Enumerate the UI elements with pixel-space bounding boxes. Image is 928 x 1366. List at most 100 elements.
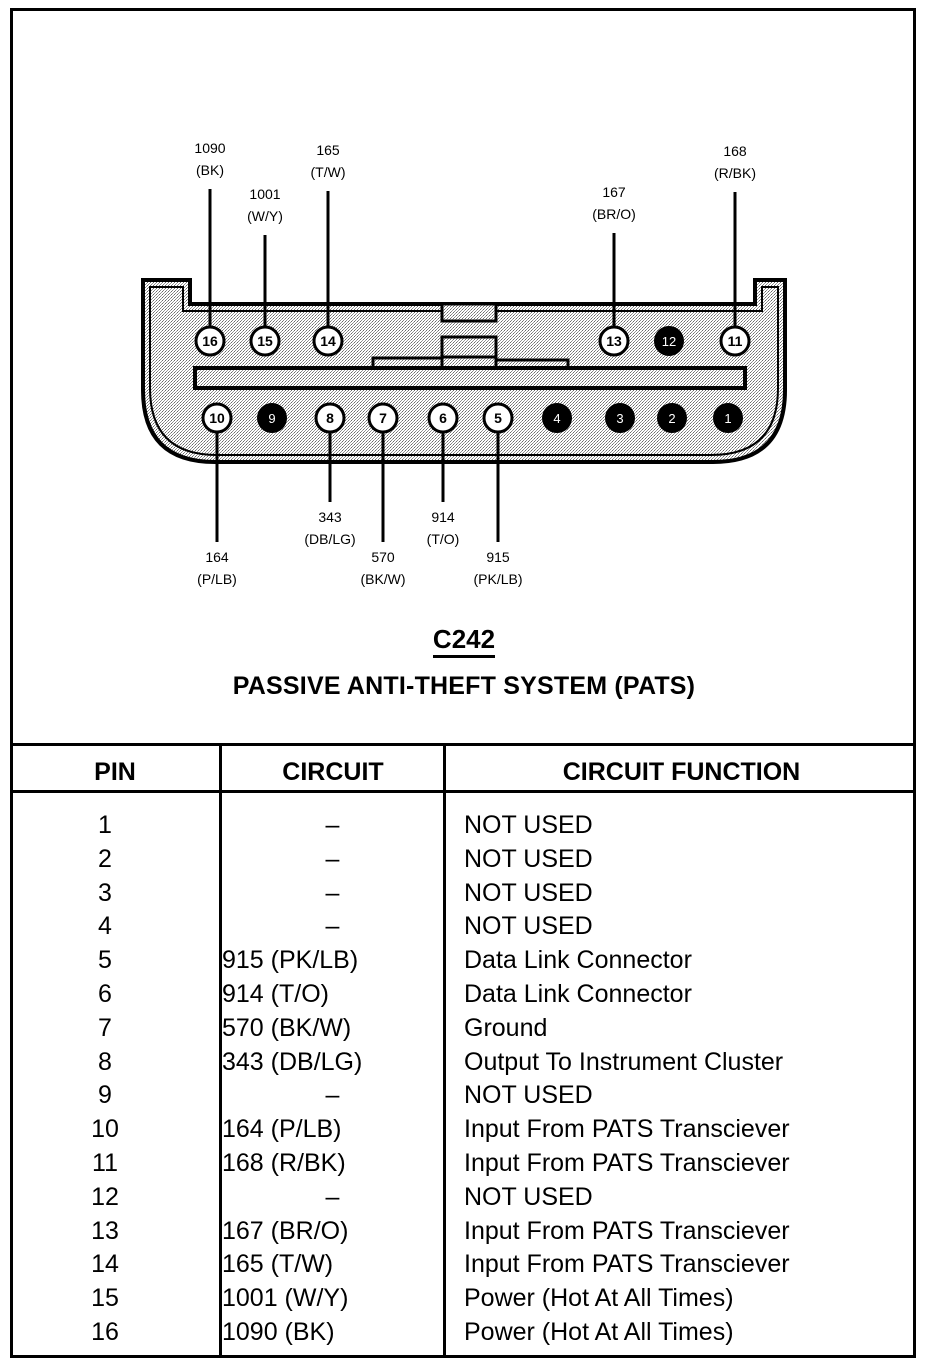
- connector-id: C242: [0, 624, 928, 658]
- pin-cavity-used: [249, 325, 281, 357]
- header-function: CIRCUIT FUNCTION: [562, 758, 801, 786]
- cell-pin: 6: [98, 980, 112, 1008]
- cell-pin: 4: [98, 912, 112, 941]
- pin-cavity-used: [194, 325, 226, 357]
- cell-pin: 11: [92, 1149, 118, 1177]
- pin-number: 10: [209, 410, 225, 426]
- wire-color-label: (P/LB): [197, 571, 237, 587]
- cell-function: Input From PATS Transciever: [464, 1250, 790, 1279]
- cell-function: NOT USED: [464, 912, 593, 941]
- table-row: 3–NOT USED: [10, 879, 916, 913]
- cell-pin: 8: [98, 1047, 112, 1076]
- cell-circuit: –: [325, 912, 340, 941]
- pin-number: 4: [553, 411, 560, 426]
- cell-circuit: 570 (BK/W): [222, 1013, 352, 1042]
- wire-color-label: (T/O): [427, 531, 460, 547]
- pin-number: 7: [379, 410, 387, 426]
- pin-4: 4: [542, 403, 572, 433]
- pin-cavity-unused: [257, 403, 287, 433]
- wire-color-label: (PK/LB): [473, 571, 522, 587]
- cell-function: Data Link Connector: [464, 946, 692, 975]
- wire-color-label: (BK): [196, 162, 224, 178]
- cell-circuit: –: [325, 811, 340, 839]
- cell-pin: 9: [98, 1081, 112, 1110]
- circuit-number-label: 914: [431, 509, 455, 525]
- pin-number: 13: [606, 333, 622, 349]
- wire-color-label: (T/W): [311, 164, 346, 180]
- cell-function: Ground: [464, 1013, 548, 1042]
- cell-pin: 2: [98, 844, 112, 873]
- pin-2: 2: [657, 403, 687, 433]
- cell-function: Input From PATS Transciever: [464, 1216, 790, 1245]
- table-row: 12 – NOT USED: [10, 1183, 916, 1217]
- connector-name: PASSIVE ANTI-THEFT SYSTEM (PATS): [232, 672, 696, 700]
- table-header: PIN CIRCUIT CIRCUIT FUNCTION: [10, 743, 916, 793]
- pin-10: 164(P/LB)10: [197, 402, 237, 587]
- column-divider: [443, 743, 446, 1355]
- pin-cavity-used: [201, 402, 233, 434]
- pin-9: 9: [257, 403, 287, 433]
- cell-pin: 7: [98, 1013, 112, 1042]
- column-divider: [219, 743, 222, 1355]
- cell-circuit: 1090 (BK): [222, 1318, 335, 1346]
- pin-cavity-used: [367, 402, 399, 434]
- connector-id-text: C242: [432, 624, 496, 658]
- pin-number: 12: [662, 334, 676, 349]
- cell-pin: 14: [91, 1250, 119, 1279]
- circuit-number-label: 570: [371, 549, 395, 565]
- cell-pin: 16: [91, 1318, 119, 1346]
- pin-3: 3: [605, 403, 635, 433]
- cell-pin: 12: [91, 1182, 119, 1211]
- pin-14: 165(T/W)14: [311, 142, 346, 357]
- table-row: 1–NOT USED: [10, 811, 916, 845]
- table-row: 2–NOT USED: [10, 845, 916, 879]
- cell-function: Output To Instrument Cluster: [464, 1047, 784, 1076]
- pin-11: 168(R/BK)11: [714, 143, 756, 357]
- cell-pin: 13: [91, 1216, 119, 1245]
- cell-pin: 1: [98, 811, 112, 839]
- cell-function: Power (Hot At All Times): [464, 1318, 734, 1346]
- pin-number: 15: [257, 333, 273, 349]
- pin-number: 2: [668, 411, 675, 426]
- pin-cavity-unused: [605, 403, 635, 433]
- cell-circuit: 165 (T/W): [222, 1250, 334, 1279]
- cell-circuit: –: [325, 878, 340, 907]
- table-row: 9–NOT USED: [10, 1081, 916, 1115]
- cell-circuit: 1001 (W/Y): [222, 1284, 349, 1313]
- wire-color-label: (W/Y): [247, 208, 283, 224]
- center-slot: [193, 366, 747, 390]
- wire-color-label: (BR/O): [592, 206, 636, 222]
- pin-cavity-unused: [654, 326, 684, 356]
- cell-function: NOT USED: [464, 1182, 593, 1211]
- pin-13: 167(BR/O)13: [592, 184, 636, 357]
- pin-number: 5: [494, 410, 502, 426]
- cell-function: NOT USED: [464, 878, 593, 907]
- pin-cavity-used: [598, 325, 630, 357]
- cell-circuit: 164 (P/LB): [222, 1115, 342, 1144]
- pin-number: 16: [202, 333, 218, 349]
- table-row: 16 1090 (BK) Power (Hot At All Times): [10, 1318, 916, 1352]
- page-frame: [10, 8, 916, 1358]
- wire-color-label: (R/BK): [714, 165, 756, 181]
- cell-circuit: 914 (T/O): [222, 980, 329, 1008]
- pin-number: 1: [724, 411, 731, 426]
- key-tab-top: [440, 302, 498, 323]
- pin-number: 9: [268, 411, 275, 426]
- table-row: 4 – NOT USED: [10, 912, 916, 946]
- cell-circuit: –: [325, 1182, 340, 1211]
- cell-circuit: –: [325, 844, 340, 873]
- connector-housing-inner: [149, 286, 779, 456]
- pin-15: 1001(W/Y)15: [247, 186, 283, 357]
- pin-number: 3: [616, 411, 623, 426]
- pin-number: 6: [439, 410, 447, 426]
- cell-pin: 10: [91, 1115, 119, 1144]
- pin-8: 343(DB/LG)8: [304, 402, 356, 547]
- pin-cavity-used: [314, 402, 346, 434]
- circuit-number-label: 343: [318, 509, 342, 525]
- pin-cavity-used: [482, 402, 514, 434]
- latch-block: [440, 335, 498, 359]
